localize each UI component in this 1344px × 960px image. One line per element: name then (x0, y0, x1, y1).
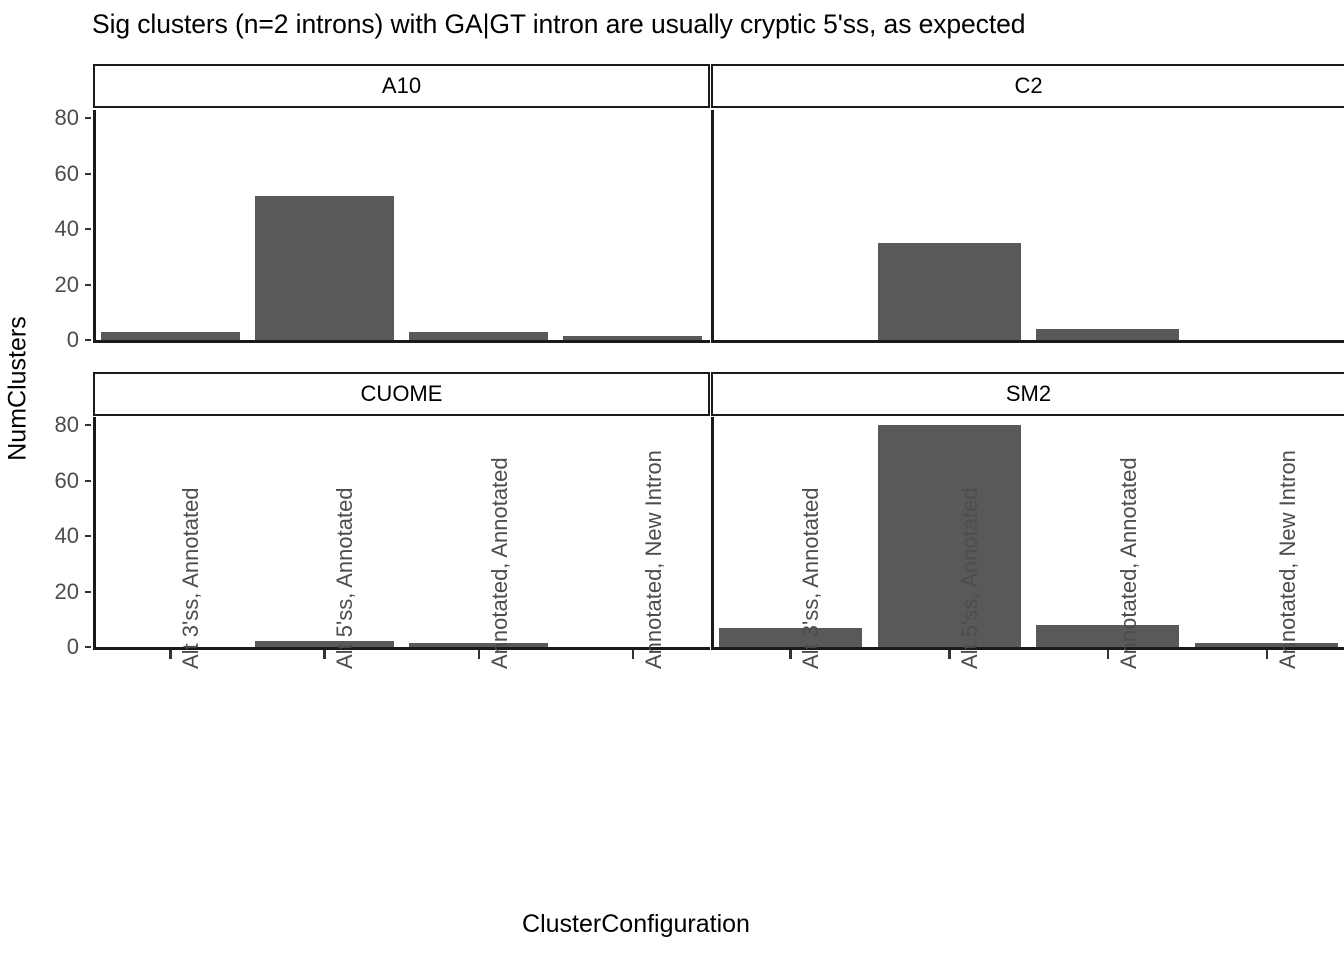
bar (877, 425, 1021, 647)
y-axis-tick-mark (85, 228, 91, 230)
bar (100, 331, 240, 340)
facet-panel-cuome (93, 417, 710, 649)
y-axis-tick-mark (85, 535, 91, 537)
bar (409, 331, 549, 340)
facet-strip-text: CUOME (360, 381, 443, 406)
x-axis-tick-label: Annotated, Annotated (486, 457, 512, 669)
y-axis-tick-label: 20 (54, 271, 79, 297)
panel-x-axis-line (93, 340, 710, 343)
y-axis-tick-label: 80 (54, 105, 79, 130)
bar (409, 643, 549, 647)
bar (718, 627, 862, 647)
panel-x-axis-line (93, 647, 710, 650)
y-axis-tick-mark (85, 590, 91, 593)
facet-strip-text: C2 (1014, 73, 1043, 98)
x-axis-tick-label: Alt 3'ss, Annotated (798, 487, 824, 669)
bar (1195, 643, 1339, 647)
y-axis-tick-label: 0 (66, 634, 79, 659)
y-axis-tick-mark (85, 479, 91, 482)
y-axis-tick-mark (85, 283, 91, 286)
y-axis-tick-label: 80 (54, 412, 79, 437)
bar (563, 336, 703, 340)
x-axis-tick-label: Annotated, New Intron (640, 450, 666, 669)
x-axis-tick-mark (169, 650, 172, 659)
facet-panel-c2 (711, 110, 1344, 342)
panel-y-axis-line (711, 110, 714, 343)
x-axis-tick-mark (1265, 650, 1269, 659)
x-axis-tick-mark (631, 650, 635, 659)
x-axis-title: ClusterConfiguration (522, 910, 750, 938)
facet-strip-text: SM2 (1005, 381, 1052, 406)
x-axis-tick-mark (789, 650, 792, 659)
x-axis-tick-label: Annotated, New Intron (1274, 450, 1300, 669)
y-axis-tick-label: 20 (54, 578, 79, 604)
facet-strip-label: A10 (93, 64, 710, 108)
x-axis-tick-label: Alt 5'ss, Annotated (957, 487, 983, 669)
x-axis-tick-label: Annotated, Annotated (1115, 457, 1141, 669)
y-axis-tick-mark (85, 117, 91, 119)
x-axis-tick-label: Alt 3'ss, Annotated (178, 487, 204, 669)
y-axis-title: NumClusters (3, 316, 32, 461)
page-title: Sig clusters (n=2 introns) with GA|GT in… (92, 9, 1026, 39)
x-axis-tick-mark (1106, 650, 1110, 659)
facet-panel-a10 (93, 110, 710, 342)
panel-x-axis-line (711, 647, 1344, 650)
x-axis-tick-mark (477, 650, 481, 659)
facet-strip-label: C2 (711, 64, 1344, 108)
panel-y-axis-line (93, 417, 96, 650)
facet-strip-label: CUOME (93, 372, 710, 416)
facet-strip-label: SM2 (711, 372, 1344, 416)
facet-strip-text: A10 (381, 73, 422, 98)
y-axis-tick-mark (85, 424, 91, 426)
y-axis-tick-mark (85, 339, 91, 341)
panel-y-axis-line (93, 110, 96, 343)
x-axis-tick-mark (948, 650, 951, 659)
panel-y-axis-line (711, 417, 714, 650)
y-axis-tick-label: 40 (54, 523, 79, 548)
y-axis-tick-label: 40 (54, 216, 79, 241)
y-axis-tick-label: 60 (54, 160, 79, 186)
x-axis-tick-mark (323, 650, 326, 659)
bar (1036, 624, 1180, 647)
bar (254, 641, 394, 647)
y-axis-tick-mark (85, 172, 91, 175)
facet-panel-sm2 (711, 417, 1344, 649)
bar (877, 242, 1021, 340)
bar (254, 195, 394, 340)
x-axis-tick-label: Alt 5'ss, Annotated (332, 487, 358, 669)
y-axis-tick-mark (85, 646, 91, 648)
y-axis-tick-label: 60 (54, 467, 79, 493)
panel-x-axis-line (711, 340, 1344, 343)
bar (1036, 328, 1180, 340)
y-axis-tick-label: 0 (66, 327, 79, 352)
